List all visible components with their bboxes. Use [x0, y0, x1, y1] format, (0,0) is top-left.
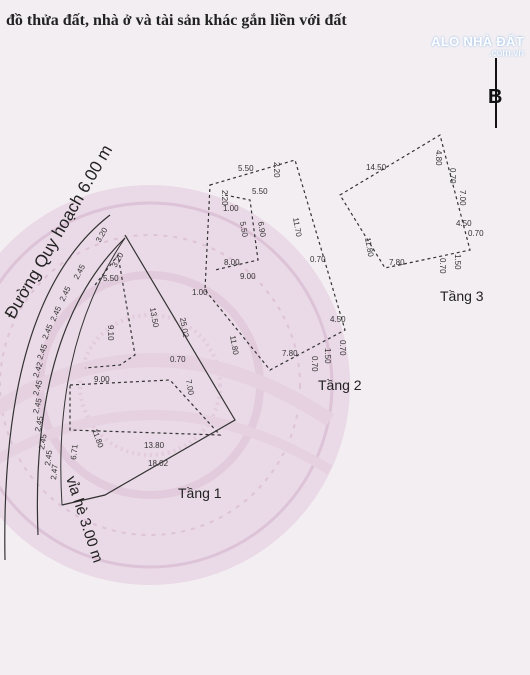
dimension-label: 8.00 — [224, 258, 240, 267]
site-watermark: ALO NHÀ ĐẤT .com.vn — [431, 34, 524, 59]
dimension-label: 11.80 — [363, 237, 375, 258]
dimension-label: 2.45 — [31, 379, 44, 397]
dimension-label: 13.50 — [148, 307, 160, 329]
dimension-label: 9.10 — [106, 325, 115, 341]
watermark-domain: .com.vn — [488, 48, 524, 59]
dimension-label: 25.02 — [178, 317, 190, 339]
dimension-label: 4.50 — [456, 219, 472, 228]
floor2-outline — [204, 159, 346, 371]
dimension-label: 7.80 — [282, 349, 298, 358]
dimension-label: 0.70 — [338, 340, 347, 356]
dimension-label: 5.50 — [103, 274, 119, 283]
floor2-label: Tầng 2 — [318, 377, 362, 393]
document-title: đồ thửa đất, nhà ở và tài sản khác gắn l… — [6, 12, 347, 29]
dimension-label: 1.00 — [192, 288, 208, 297]
dimension-label: 2.20 — [272, 162, 281, 178]
floor1-outline — [61, 234, 236, 506]
dimension-label: 0.70 — [170, 355, 186, 364]
dimension-label: 1.50 — [323, 348, 332, 364]
dimension-label: 6.71 — [69, 443, 80, 460]
north-arrow-label: B — [488, 86, 503, 108]
dimension-label: 9.00 — [94, 375, 110, 384]
floor1-label: Tầng 1 — [178, 485, 222, 501]
dimension-label: 0.70 — [468, 229, 484, 238]
dimension-label: 2.45 — [31, 397, 44, 415]
dimension-label: 0.70 — [310, 356, 319, 372]
dimension-label: 7.80 — [389, 258, 405, 267]
watermark-name: ALO NHÀ ĐẤT — [431, 34, 524, 49]
dimension-label: 7.00 — [458, 190, 467, 206]
dimension-label: 9.00 — [240, 272, 256, 281]
north-arrow-line — [495, 58, 497, 128]
dimension-label: 5.50 — [252, 187, 268, 196]
road-band — [4, 214, 126, 561]
dimension-label: 13.80 — [144, 441, 165, 450]
floor3-outline — [339, 134, 471, 269]
dimension-label: 14.50 — [366, 163, 387, 172]
dimension-label: 0.70 — [438, 258, 447, 274]
dimension-label: 4.80 — [434, 150, 443, 166]
dimension-label: 2.45 — [37, 433, 49, 450]
dimension-label: 4.50 — [330, 315, 346, 324]
dimension-label: 5.50 — [238, 221, 250, 238]
dimension-label: 1.50 — [453, 254, 462, 270]
dimension-label: 18.02 — [148, 459, 169, 468]
dimension-label: 2.20 — [220, 190, 229, 206]
dimension-label: 2.47 — [49, 463, 60, 480]
dimension-label: 6.90 — [256, 221, 268, 238]
dimension-label: 2.45 — [43, 449, 54, 466]
dimension-label: 11.70 — [291, 217, 303, 238]
dimension-label: 5.50 — [238, 164, 254, 173]
dimension-label: 11.80 — [228, 335, 240, 356]
dimension-label: 2.45 — [33, 415, 45, 433]
floor3-label: Tầng 3 — [440, 288, 484, 304]
dimension-label: 0.70 — [448, 168, 457, 184]
dimension-label: 7.00 — [184, 379, 196, 396]
dimension-label: 0.70 — [310, 255, 326, 264]
dimension-label: 1.00 — [223, 204, 239, 213]
